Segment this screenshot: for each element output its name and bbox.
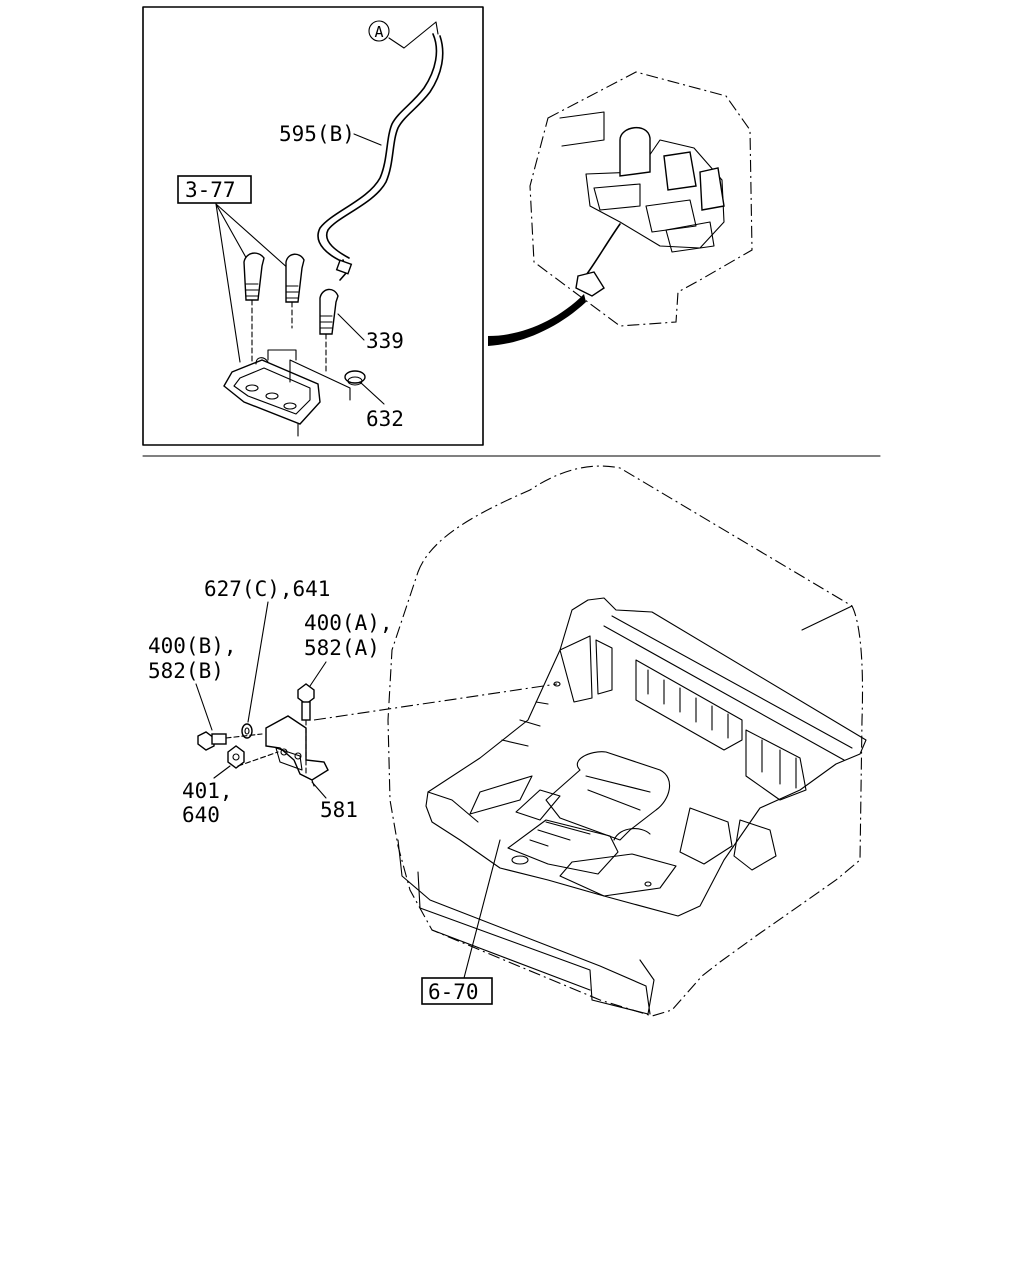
label-582b: 582(B): [148, 659, 224, 683]
label-582a: 582(A): [304, 636, 380, 660]
mounting-plate: [223, 349, 351, 437]
label-627c-641: 627(C),641: [204, 577, 330, 601]
label-339: 339: [366, 329, 404, 353]
cab-body-outline: [387, 465, 864, 1017]
bolt-400a: [297, 683, 315, 777]
elbow-fitting-339: [319, 288, 339, 373]
label-400a: 400(A),: [304, 611, 393, 635]
bolt-400b: [197, 731, 263, 751]
nut-401: [227, 745, 279, 769]
cab-floor-panel: [425, 597, 867, 917]
inset-panel: [142, 6, 484, 446]
callout-a-icon: A: [368, 20, 439, 49]
label-640: 640: [182, 803, 220, 827]
hose-595b: [317, 33, 444, 281]
bracket-assembly: [265, 715, 329, 787]
label-6-70: 6-70: [428, 980, 479, 1004]
label-400b: 400(B),: [148, 634, 237, 658]
label-595b: 595(B): [279, 122, 355, 146]
label-632: 632: [366, 407, 404, 431]
washer-627c: [241, 723, 253, 739]
ref-box-3-77: [177, 175, 252, 204]
elbow-fitting-middle: [285, 253, 305, 329]
grommet-632: [344, 370, 366, 386]
cab-interior-view: [529, 71, 753, 327]
label-3-77: 3-77: [185, 178, 236, 202]
elbow-fitting-left: [243, 252, 265, 369]
label-581: 581: [320, 798, 358, 822]
ref-box-6-70: [421, 977, 493, 1005]
callout-a-label: A: [374, 23, 383, 41]
pointer-arrow-icon: [488, 294, 586, 346]
label-401: 401,: [182, 779, 233, 803]
